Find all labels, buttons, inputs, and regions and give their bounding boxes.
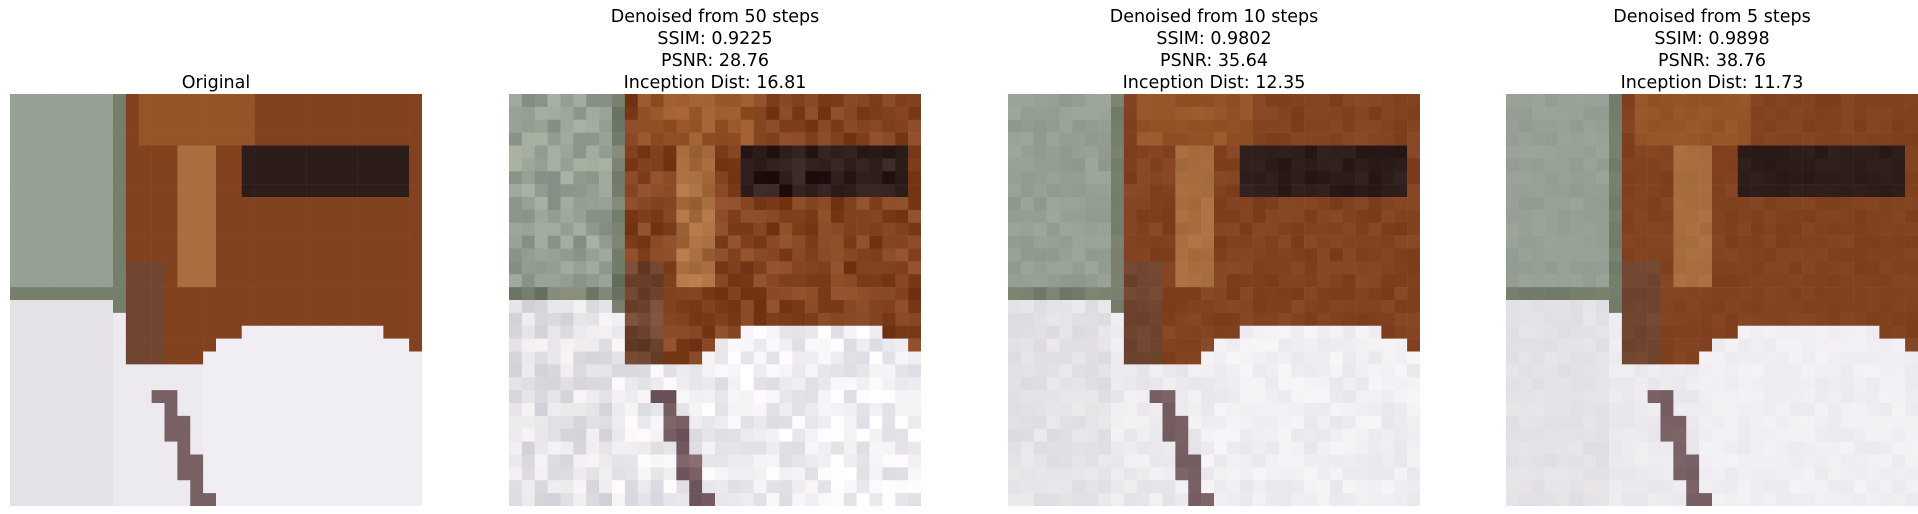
horse-image-denoised-50 xyxy=(509,94,921,506)
psnr-label: PSNR: 38.76 xyxy=(1658,51,1766,71)
title-line: Original xyxy=(181,73,251,93)
panel-denoised-5-steps: Denoised from 5 steps SSIM: 0.9898 PSNR:… xyxy=(1506,0,1918,514)
psnr-label: PSNR: 35.64 xyxy=(1160,51,1268,71)
ssim-label: SSIM: 0.9225 xyxy=(657,29,773,49)
horse-image-denoised-5 xyxy=(1506,94,1918,506)
pixel-grid xyxy=(1506,94,1918,506)
ssim-label: SSIM: 0.9898 xyxy=(1654,29,1770,49)
panel-title: Original xyxy=(0,72,462,94)
inception-dist-label: Inception Dist: 11.73 xyxy=(1620,73,1804,93)
panel-title: Denoised from 10 steps SSIM: 0.9802 PSNR… xyxy=(968,6,1460,94)
psnr-label: PSNR: 28.76 xyxy=(661,51,769,71)
title-line: Denoised from 50 steps xyxy=(610,7,820,27)
panel-original: Original xyxy=(10,0,422,514)
panel-title: Denoised from 50 steps SSIM: 0.9225 PSNR… xyxy=(469,6,961,94)
panel-denoised-50-steps: Denoised from 50 steps SSIM: 0.9225 PSNR… xyxy=(509,0,921,514)
inception-dist-label: Inception Dist: 12.35 xyxy=(1122,73,1306,93)
pixel-grid xyxy=(509,94,921,506)
horse-image-denoised-10 xyxy=(1008,94,1420,506)
inception-dist-label: Inception Dist: 16.81 xyxy=(623,73,807,93)
panel-denoised-10-steps: Denoised from 10 steps SSIM: 0.9802 PSNR… xyxy=(1008,0,1420,514)
title-line: Denoised from 10 steps xyxy=(1109,7,1319,27)
panel-title: Denoised from 5 steps SSIM: 0.9898 PSNR:… xyxy=(1466,6,1918,94)
ssim-label: SSIM: 0.9802 xyxy=(1156,29,1272,49)
title-line: Denoised from 5 steps xyxy=(1613,7,1811,27)
pixel-grid xyxy=(10,94,422,506)
horse-image-original xyxy=(10,94,422,506)
pixel-grid xyxy=(1008,94,1420,506)
